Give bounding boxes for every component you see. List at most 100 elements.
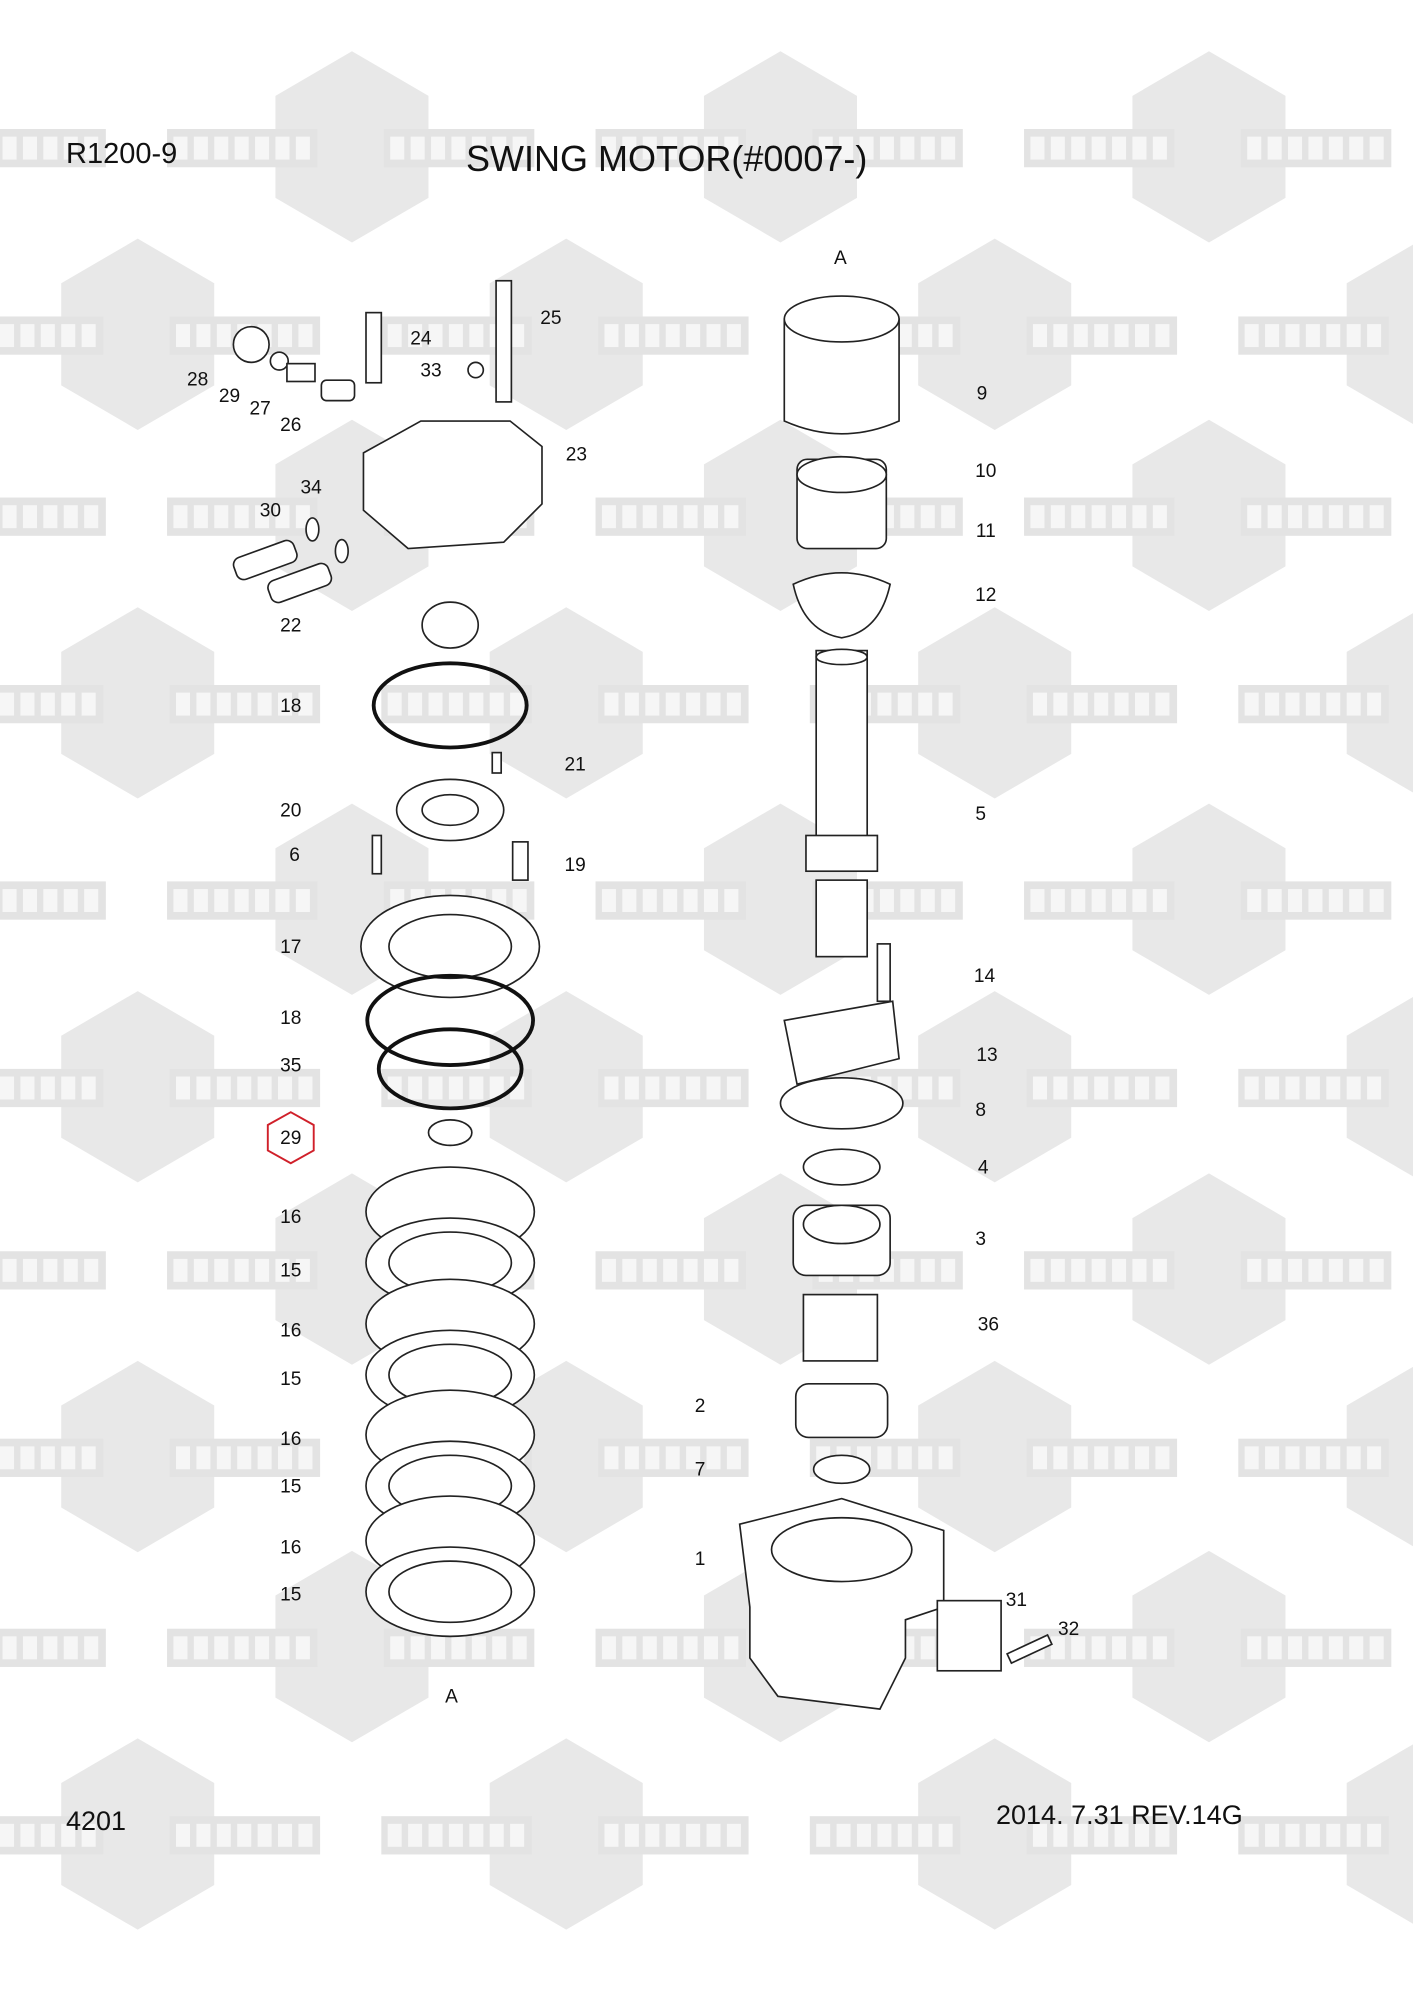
highlight-hexagon — [266, 1111, 315, 1165]
watermark-letter-mark — [918, 1076, 933, 1100]
watermark-letter-mark — [1305, 1076, 1320, 1100]
callout-label-18[interactable]: 18 — [280, 1008, 301, 1029]
watermark-letter-mark — [469, 324, 484, 348]
callout-label-7[interactable]: 7 — [695, 1460, 706, 1481]
callout-label-11[interactable]: 11 — [976, 521, 996, 542]
callout-label-34[interactable]: 34 — [301, 478, 323, 499]
callout-label-25[interactable]: 25 — [540, 308, 561, 329]
callout-label-24[interactable]: 24 — [410, 329, 432, 350]
watermark-letter-mark — [196, 1076, 211, 1100]
watermark-letter-mark — [706, 1823, 721, 1847]
watermark-letter-mark — [1346, 324, 1361, 348]
callout-label-17[interactable]: 17 — [280, 937, 301, 958]
callout-label-5[interactable]: 5 — [975, 804, 986, 825]
callout-label-A[interactable]: A — [445, 1687, 458, 1708]
callout-label-12[interactable]: 12 — [975, 585, 996, 606]
watermark-letter-mark — [1288, 1636, 1303, 1660]
watermark-letter-mark — [622, 1636, 637, 1660]
watermark-letter-mark — [1114, 1823, 1129, 1847]
callout-label-3[interactable]: 3 — [975, 1229, 986, 1250]
watermark-letter-mark — [1308, 1636, 1323, 1660]
snap-ring-7 — [812, 1454, 871, 1485]
relief-valve-30b — [267, 562, 333, 604]
watermark-letter-mark — [1091, 136, 1106, 160]
callout-label-18[interactable]: 18 — [280, 696, 301, 717]
callout-label-35[interactable]: 35 — [280, 1055, 301, 1076]
watermark-hexagon — [489, 1738, 643, 1930]
callout-label-36[interactable]: 36 — [978, 1314, 999, 1335]
watermark-letter-mark — [1050, 1258, 1065, 1282]
watermark-letter-mark — [257, 692, 272, 716]
watermark-letter-mark — [1032, 1446, 1047, 1470]
watermark-letter-mark — [938, 324, 953, 348]
watermark-letter-mark — [193, 505, 208, 529]
callout-label-15[interactable]: 15 — [280, 1585, 301, 1606]
callout-label-10[interactable]: 10 — [975, 461, 996, 482]
watermark-letter-mark — [175, 324, 191, 348]
callout-label-9[interactable]: 9 — [977, 383, 988, 404]
watermark-letter-mark — [234, 1258, 249, 1282]
watermark-letter-mark — [492, 1636, 507, 1660]
callout-label-29[interactable]: 29 — [280, 1128, 301, 1149]
callout-label-8[interactable]: 8 — [975, 1100, 986, 1121]
callout-label-15[interactable]: 15 — [280, 1261, 301, 1282]
callout-label-16[interactable]: 16 — [280, 1537, 301, 1558]
watermark-letter-mark — [2, 136, 17, 160]
watermark-letter-mark — [63, 889, 78, 913]
watermark-letter-mark — [216, 1446, 231, 1470]
watermark-letter-mark — [175, 1446, 191, 1470]
watermark-logo — [0, 497, 106, 536]
watermark-letter-mark — [1132, 136, 1147, 160]
callout-label-16[interactable]: 16 — [280, 1207, 301, 1228]
watermark-hexagon — [918, 991, 1072, 1183]
watermark-letter-mark — [686, 1823, 701, 1847]
watermark-letter-mark — [43, 1636, 58, 1660]
watermark-letter-mark — [1071, 1636, 1086, 1660]
callout-label-32[interactable]: 32 — [1058, 1619, 1079, 1640]
watermark-letter-mark — [448, 1823, 463, 1847]
callout-label-23[interactable]: 23 — [566, 445, 587, 466]
callout-label-6[interactable]: 6 — [289, 845, 300, 866]
watermark-letter-mark — [663, 505, 678, 529]
callout-label-14[interactable]: 14 — [974, 966, 996, 987]
watermark-letter-mark — [2, 889, 17, 913]
callout-label-27[interactable]: 27 — [250, 399, 271, 420]
watermark-letter-mark — [0, 1823, 15, 1847]
watermark-letter-mark — [431, 1636, 446, 1660]
watermark-letter-mark — [1367, 1446, 1382, 1470]
watermark-letter-mark — [387, 1823, 402, 1847]
callout-label-15[interactable]: 15 — [280, 1369, 301, 1390]
callout-label-A[interactable]: A — [834, 248, 847, 269]
watermark-letter-mark — [63, 505, 78, 529]
callout-label-20[interactable]: 20 — [280, 800, 301, 821]
watermark-letter-mark — [941, 136, 956, 160]
callout-label-28[interactable]: 28 — [187, 369, 208, 390]
callout-label-15[interactable]: 15 — [280, 1476, 301, 1497]
o-ring-29 — [269, 351, 290, 371]
watermark-logo — [0, 238, 321, 430]
watermark-letter-mark — [387, 324, 402, 348]
callout-label-16[interactable]: 16 — [280, 1321, 301, 1342]
callout-label-29[interactable]: 29 — [219, 386, 240, 407]
callout-label-22[interactable]: 22 — [280, 615, 301, 636]
valve-plate-20-bore — [421, 793, 480, 827]
callout-label-19[interactable]: 19 — [565, 855, 586, 876]
callout-label-31[interactable]: 31 — [1006, 1590, 1027, 1611]
callout-label-33[interactable]: 33 — [420, 360, 441, 381]
callout-label-30[interactable]: 30 — [260, 501, 281, 522]
watermark-logo — [1024, 1550, 1392, 1743]
watermark-letter-mark — [43, 889, 58, 913]
callout-label-1[interactable]: 1 — [695, 1549, 706, 1570]
watermark-letter-mark — [22, 505, 37, 529]
watermark-letter-mark — [900, 889, 915, 913]
callout-label-2[interactable]: 2 — [695, 1396, 706, 1417]
watermark-letter-mark — [1050, 889, 1065, 913]
callout-label-16[interactable]: 16 — [280, 1429, 301, 1450]
watermark-letter-mark — [237, 1823, 252, 1847]
callout-label-13[interactable]: 13 — [976, 1045, 997, 1066]
callout-label-4[interactable]: 4 — [978, 1157, 989, 1178]
callout-label-21[interactable]: 21 — [565, 754, 586, 775]
watermark-letter-mark — [1112, 505, 1127, 529]
watermark-logo — [1238, 613, 1413, 793]
callout-label-26[interactable]: 26 — [280, 415, 301, 436]
